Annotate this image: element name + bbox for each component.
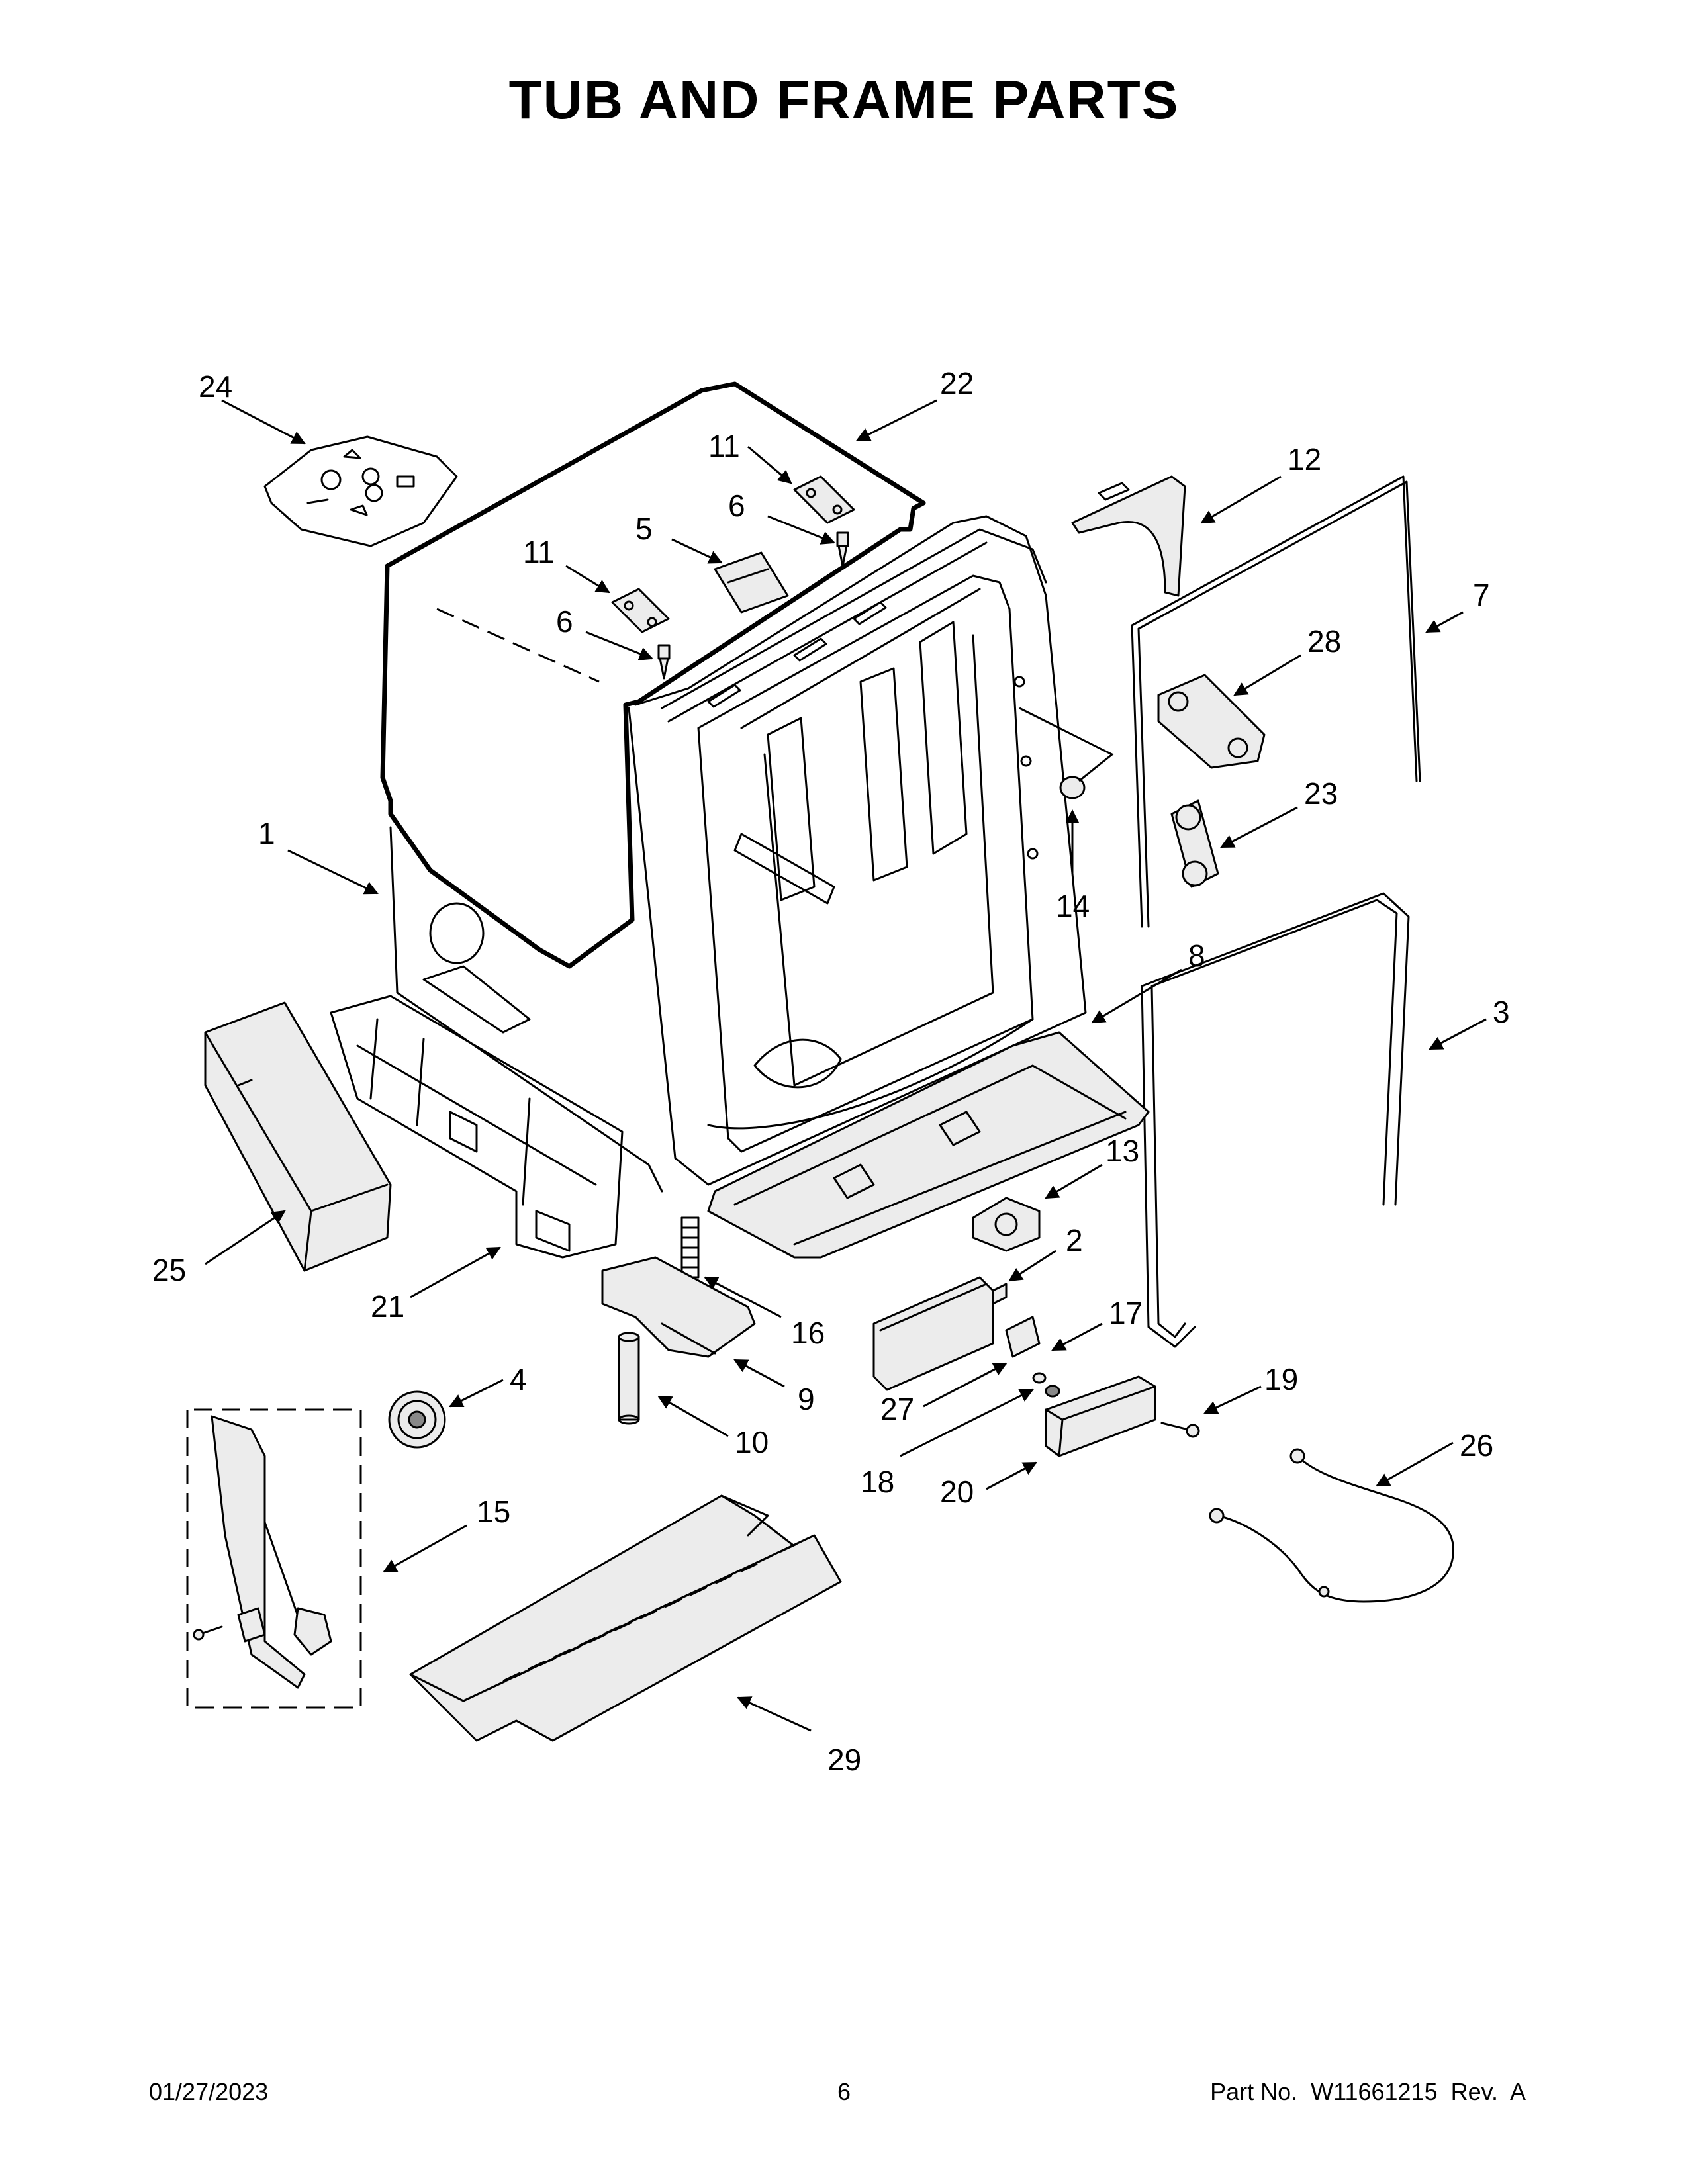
callout-2: 2	[1066, 1223, 1083, 1257]
callout-12: 12	[1288, 442, 1321, 477]
callout-5: 5	[635, 512, 653, 546]
tub-gasket-part-3	[1141, 892, 1410, 1348]
tub-port-part-28	[1157, 674, 1266, 769]
callout-7: 7	[1473, 578, 1490, 612]
callout-4: 4	[510, 1362, 527, 1396]
callout-29: 29	[827, 1743, 861, 1777]
hardware-bag-part-24	[263, 435, 458, 547]
callout-11-upper: 11	[708, 429, 740, 463]
screw-part-18	[1045, 1385, 1060, 1398]
vent-assembly-part-15	[186, 1408, 362, 1709]
door-gasket-part-7	[1131, 475, 1421, 928]
callout-1: 1	[258, 816, 275, 850]
callout-14: 14	[1056, 889, 1090, 923]
pivot-bracket-part-9	[601, 1256, 756, 1358]
hinge-bracket-part-11-upper	[793, 475, 855, 524]
hinge-bracket-part-5	[714, 551, 789, 614]
screw-part-6-lower	[657, 644, 671, 680]
callout-9: 9	[798, 1382, 815, 1416]
callout-19: 19	[1264, 1362, 1298, 1396]
callout-18: 18	[861, 1465, 894, 1499]
callout-23: 23	[1304, 776, 1338, 811]
plug-part-14	[1019, 707, 1114, 799]
base-frame-part-21	[330, 995, 624, 1259]
footer-date: 01/27/2023	[149, 2078, 269, 2105]
spring-part-16	[680, 1216, 700, 1279]
callout-28: 28	[1307, 624, 1341, 659]
rack-adjuster-part-23	[1170, 799, 1219, 888]
callout-11-lower: 11	[523, 535, 555, 569]
rod-part-10	[618, 1332, 640, 1425]
front-base-part-8	[707, 1031, 1150, 1259]
screw-part-19	[1160, 1422, 1200, 1438]
footer-page-number: 6	[837, 2078, 851, 2105]
leader-lines	[205, 399, 1487, 1732]
callout-22: 22	[940, 366, 974, 400]
callout-17: 17	[1109, 1296, 1143, 1330]
screw-part-6-upper	[836, 531, 849, 567]
callout-15: 15	[477, 1494, 510, 1529]
callout-3: 3	[1493, 995, 1510, 1029]
callout-20: 20	[940, 1475, 974, 1509]
wire-harness-part-26	[1209, 1448, 1455, 1603]
callout-13: 13	[1105, 1134, 1139, 1168]
tub-body-part-1	[389, 515, 1087, 1193]
callout-10: 10	[735, 1425, 769, 1459]
washer-part-17	[1032, 1372, 1047, 1384]
callout-8: 8	[1188, 938, 1205, 973]
mount-part-13	[972, 1197, 1041, 1252]
switch-part-27	[1005, 1316, 1041, 1358]
insulation-pad-part-29	[409, 1494, 842, 1742]
callout-6-lower: 6	[556, 604, 573, 639]
footer-part-number: Part No. W11661215 Rev. A	[1210, 2078, 1526, 2105]
callout-27: 27	[880, 1392, 914, 1426]
page-title: TUB AND FRAME PARTS	[508, 70, 1180, 130]
vent-bracket-part-12	[1071, 475, 1186, 597]
toe-panel-part-25	[204, 1001, 392, 1272]
bracket-part-2	[872, 1276, 1008, 1391]
callout-26: 26	[1460, 1428, 1493, 1463]
insulation-blanket-part-22	[380, 381, 926, 969]
callout-21: 21	[371, 1289, 404, 1324]
callout-25: 25	[152, 1253, 186, 1287]
callout-6-upper: 6	[728, 488, 745, 523]
fan-part-4	[388, 1390, 446, 1449]
cover-part-20	[1045, 1375, 1156, 1457]
hinge-bracket-part-11-lower	[611, 588, 670, 633]
callout-16: 16	[791, 1316, 825, 1350]
callout-24: 24	[199, 369, 232, 404]
